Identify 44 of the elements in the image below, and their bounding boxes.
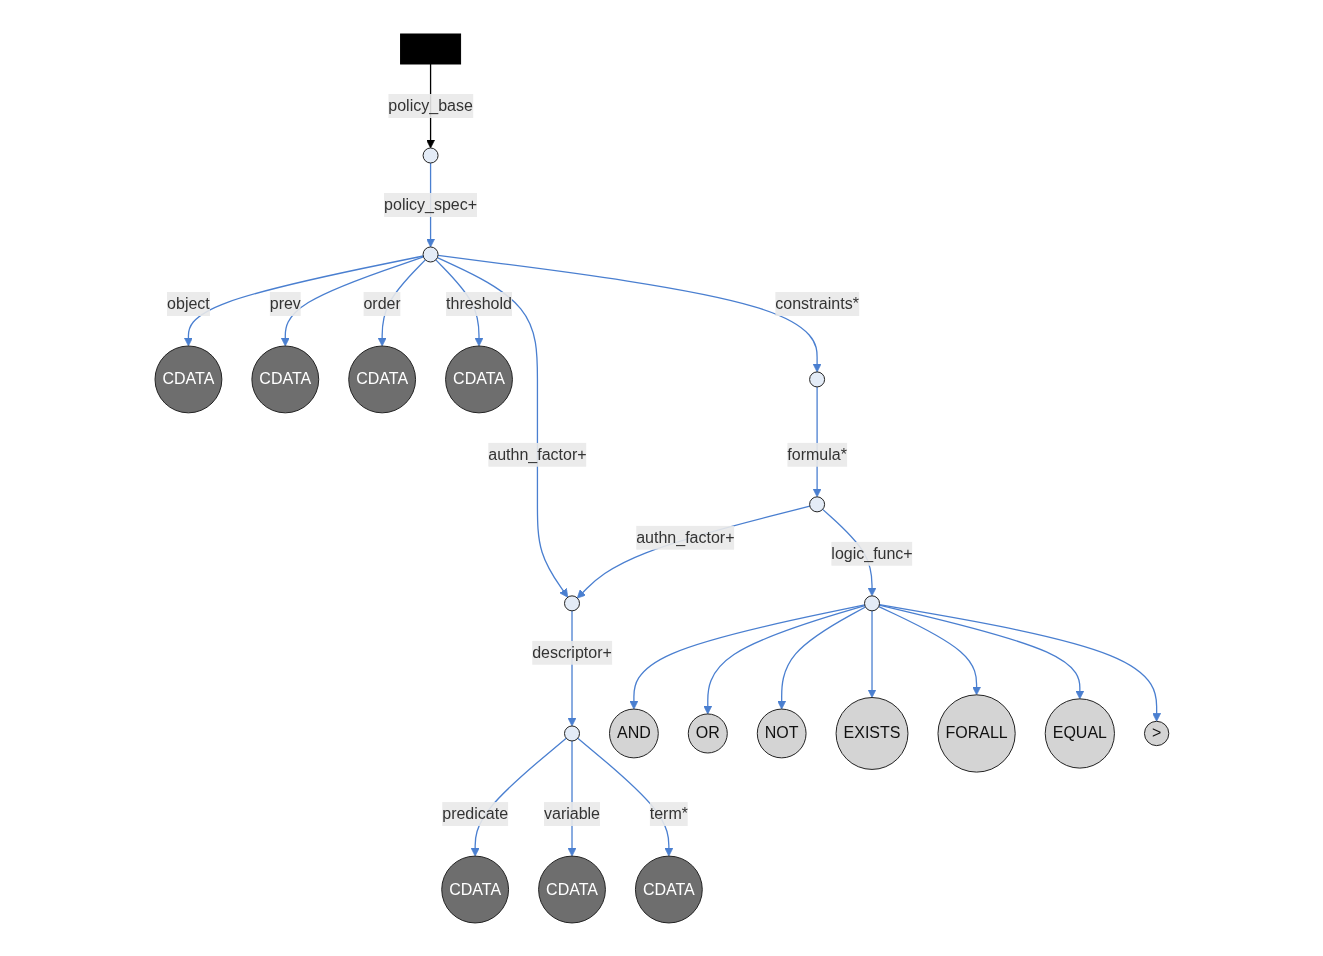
node-circle: CDATA bbox=[440, 855, 509, 923]
node-circle bbox=[563, 725, 580, 741]
arrow bbox=[776, 605, 866, 709]
edge-label: object bbox=[166, 294, 210, 312]
arrow bbox=[629, 603, 865, 709]
arrow bbox=[576, 505, 811, 598]
arrow bbox=[867, 609, 876, 698]
edge-label: descriptor+ bbox=[531, 643, 612, 661]
edge-label: threshold bbox=[445, 294, 512, 312]
arrow bbox=[878, 603, 1084, 699]
edge-label: authn_factor+ bbox=[635, 528, 735, 546]
node-circle: CDATA bbox=[250, 345, 319, 413]
node-circle bbox=[563, 594, 580, 611]
node-circle: CDATA bbox=[634, 855, 703, 923]
node-circle: CDATA bbox=[537, 855, 606, 923]
node-circle bbox=[422, 246, 439, 262]
edge-label: constraints* bbox=[774, 294, 859, 312]
edge-label: term* bbox=[649, 804, 688, 822]
node-circle: EQUAL bbox=[1044, 697, 1115, 769]
node-circle: NOT bbox=[756, 708, 807, 758]
edge-label: authn_factor+ bbox=[487, 445, 587, 463]
node-circle bbox=[422, 147, 439, 163]
node-circle: > bbox=[1143, 720, 1169, 746]
node-circle bbox=[808, 495, 825, 512]
node-circle: CDATA bbox=[444, 345, 513, 413]
node-circle: FORALL bbox=[937, 693, 1016, 773]
node-circle: OR bbox=[687, 713, 728, 753]
edge-label: formula* bbox=[786, 445, 847, 463]
edge-label: policy_base bbox=[387, 96, 473, 114]
arrow bbox=[703, 604, 866, 714]
node-circle bbox=[863, 594, 880, 611]
arrow bbox=[878, 603, 1161, 722]
edge-label: policy_spec+ bbox=[383, 195, 477, 213]
node-circle bbox=[808, 370, 825, 387]
edge-label: predicate bbox=[441, 804, 508, 822]
edge-label: logic_func+ bbox=[830, 544, 913, 562]
edge-label: order bbox=[363, 294, 401, 312]
edge-label: prev bbox=[269, 294, 301, 312]
node-circle: CDATA bbox=[347, 345, 416, 413]
edge-label: variable bbox=[543, 804, 600, 822]
node-circle: EXISTS bbox=[835, 696, 909, 770]
node-circle: CDATA bbox=[154, 345, 222, 413]
node-circle: AND bbox=[608, 708, 659, 758]
arrow bbox=[877, 605, 981, 695]
